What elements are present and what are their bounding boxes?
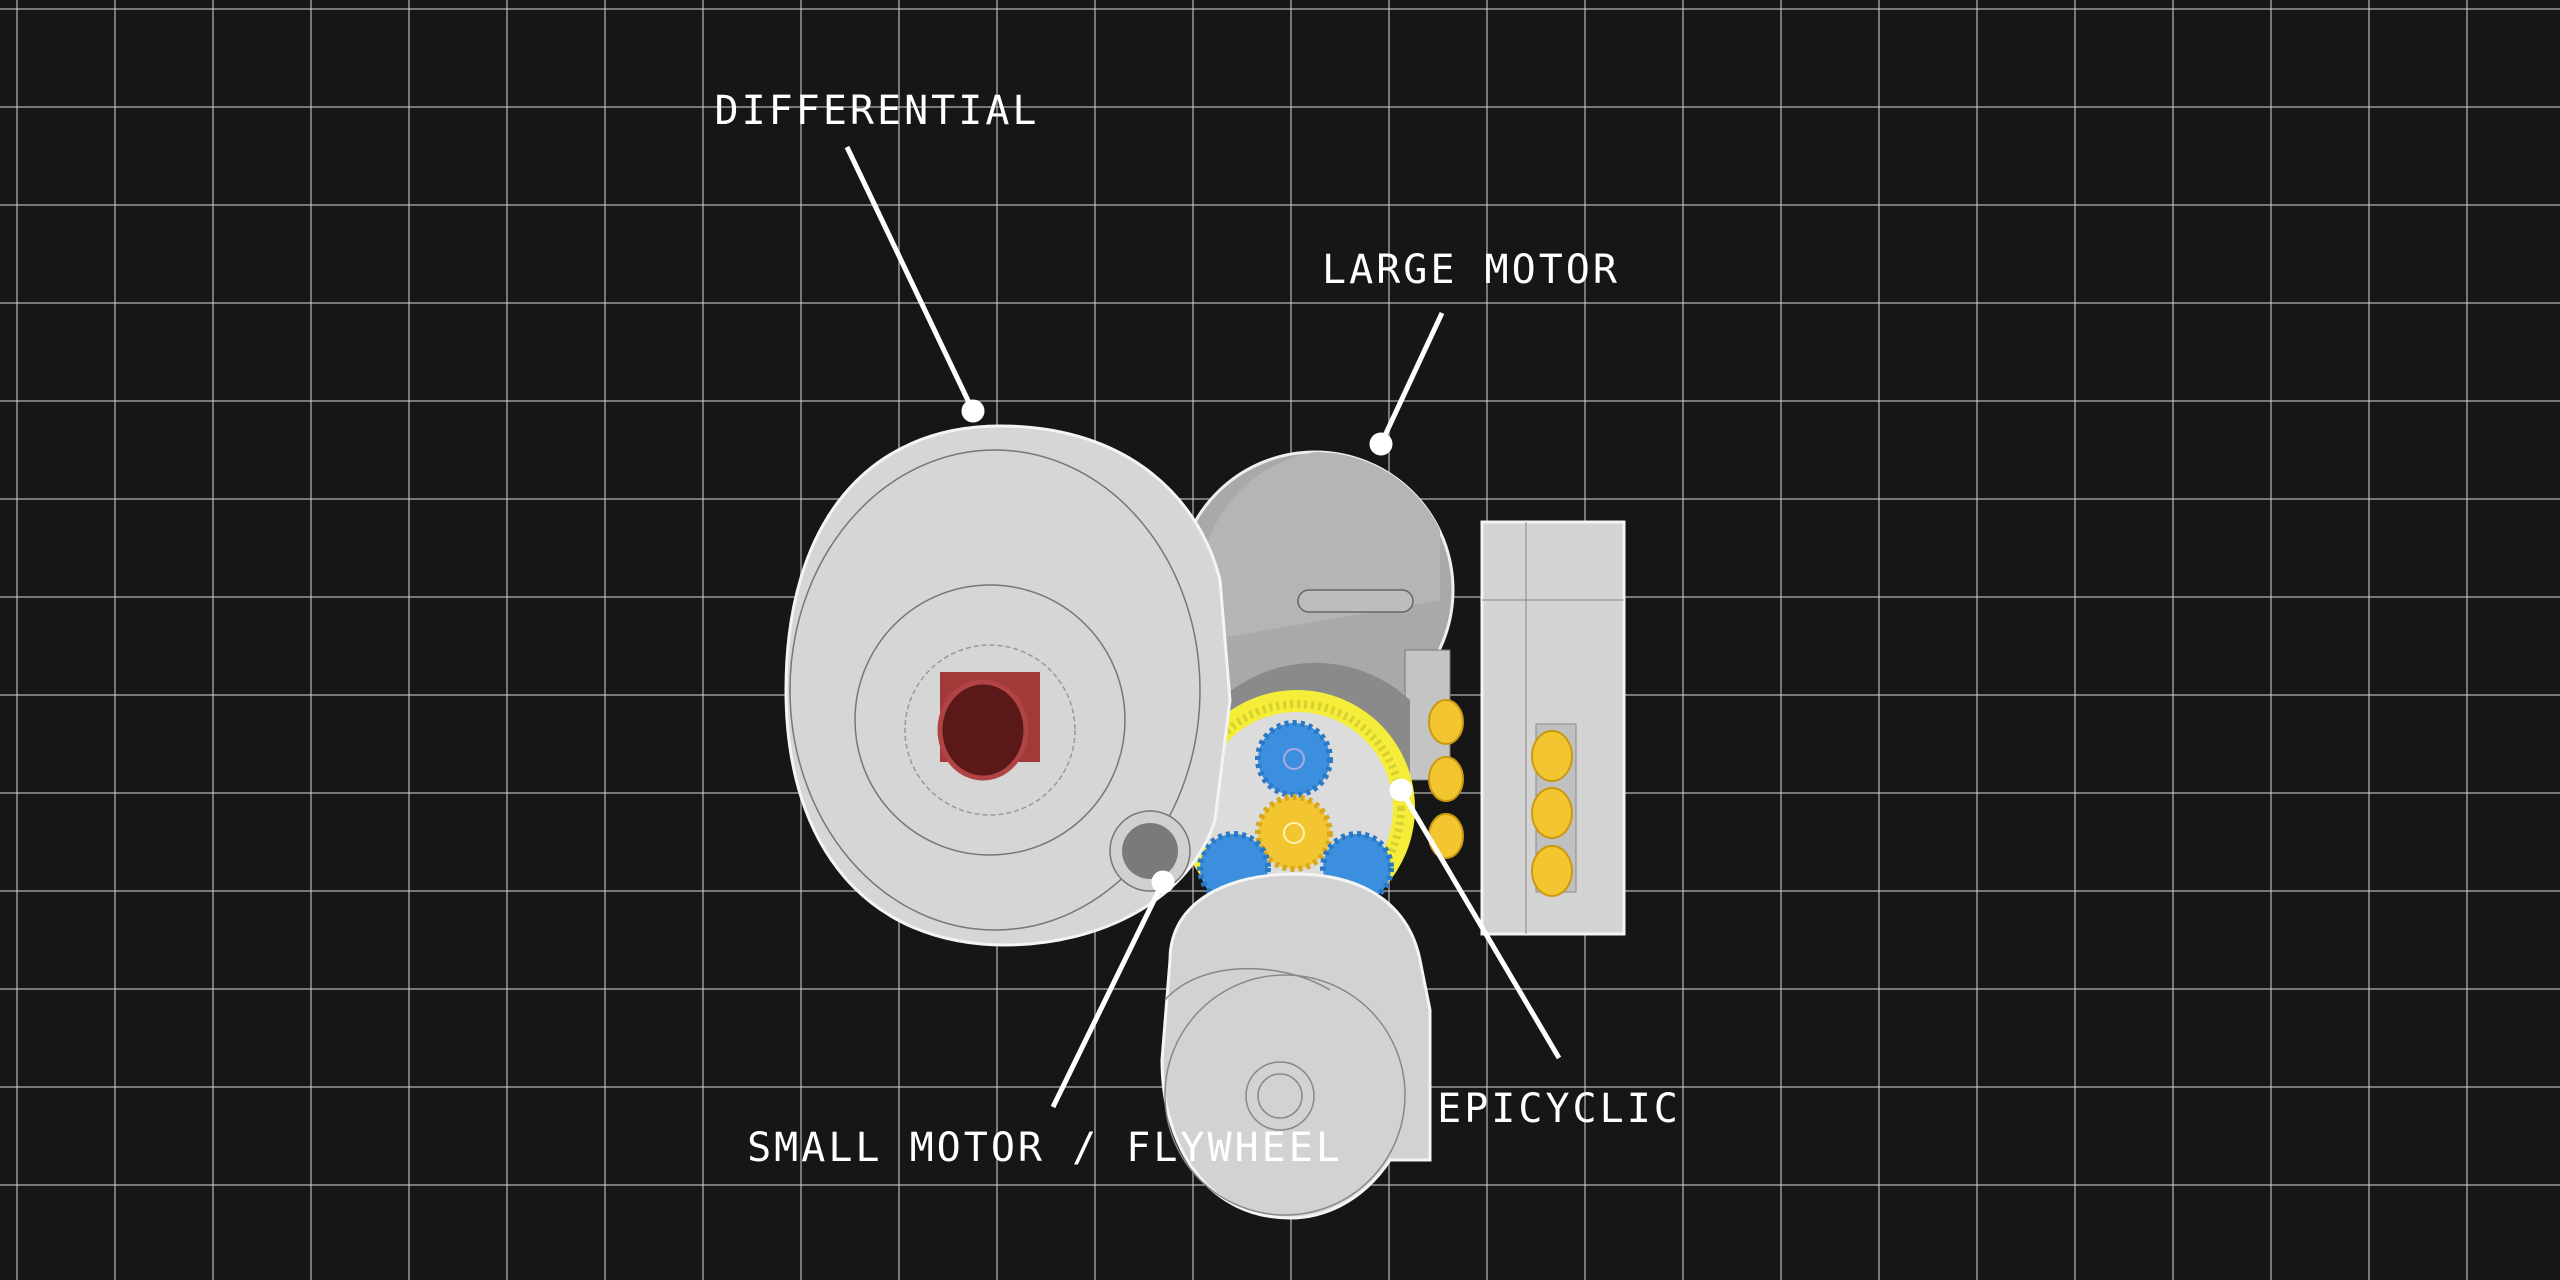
sun-gear [1255,794,1333,872]
large-motor [1175,450,1455,781]
planet-gear-top [1255,720,1333,798]
epicyclic-gearset [1179,662,1464,926]
epicyclic-leader [1398,788,1562,1060]
large-motor-label: LARGE MOTOR [1322,247,1620,293]
differential-leader-dot [961,399,985,423]
differential-label: DIFFERENTIAL [714,88,1040,134]
large-motor-leader [1378,311,1445,446]
epicyclic-leader-dot [1389,778,1413,802]
small-motor-leader [1050,880,1166,1109]
differential-bushing [937,672,1040,781]
large-motor-leader-dot [1369,432,1393,456]
connector-pins-left [1428,699,1464,859]
small-motor-flywheel [1160,872,1432,1220]
differential [784,424,1232,947]
small-motor-label: SMALL MOTOR / FLYWHEEL [747,1125,1343,1171]
epicyclic-label: EPICYCLIC [1437,1086,1681,1132]
small-motor-leader-dot [1151,870,1175,894]
leader-lines [844,145,1562,1109]
differential-leader [844,145,976,413]
connector-box [1480,520,1626,936]
